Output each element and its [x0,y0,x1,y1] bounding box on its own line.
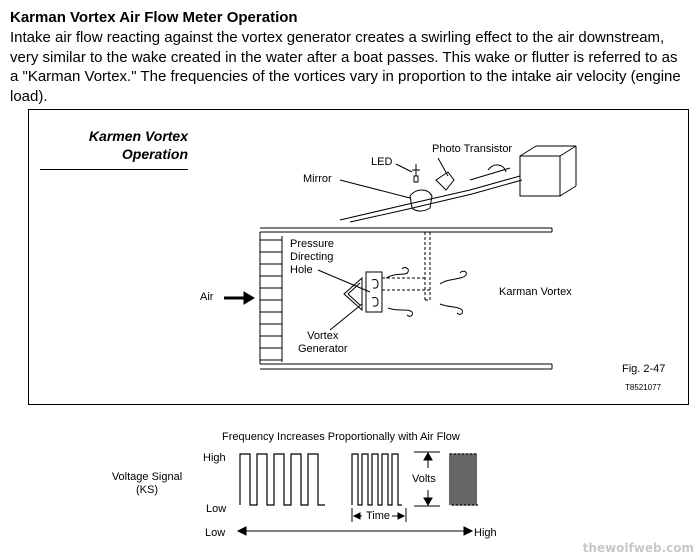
duct-top-wall [260,227,552,233]
vortex-generator-line2: Generator [298,343,348,355]
figure-heading-line1: Karmen Vortex [88,128,188,144]
volts-label: Volts [412,473,436,485]
figure-heading: Karmen Vortex Operation [40,127,188,163]
signal-low-label: Low [206,503,227,515]
waveform-mid-frequency [351,453,402,506]
airflow-axis [236,526,474,536]
pressure-tubes [382,232,431,301]
mirror-label: Mirror [303,173,332,185]
signal-high-label: High [203,452,226,464]
karman-vortices [385,267,467,317]
axis-low-label: Low [205,527,226,539]
signal-caption: Frequency Increases Proportionally with … [222,431,460,443]
pressure-label-line1: Pressure [290,238,335,250]
figure-heading-rule [40,169,188,170]
voltage-signal-line2: (KS) [136,484,158,496]
leader-lines [317,163,413,331]
pressure-directing-hole-label: Pressure Directing Hole [290,238,334,277]
voltage-signal-label: Voltage Signal (KS) [106,471,188,497]
axis-high-label: High [474,527,497,539]
air-arrow [224,291,255,305]
watermark: thewolfweb.com [582,541,694,555]
figure-frame [28,109,689,405]
honeycomb-straightener [259,232,283,364]
mirror-assembly [339,145,577,223]
led-label: LED [371,156,393,168]
karman-vortex-label: Karman Vortex [499,286,572,298]
figure-code: T8521077 [625,383,662,392]
vortex-generator [343,271,383,313]
time-label: Time [366,510,391,522]
article-title: Karman Vortex Air Flow Meter Operation [10,9,298,26]
vortex-generator-line1: Vortex [307,330,339,342]
waveform-low-frequency [239,453,325,506]
pressure-label-line3: Hole [290,264,313,276]
vortex-generator-label: Vortex Generator [298,330,348,356]
voltage-signal-line1: Voltage Signal [111,471,183,483]
figure-number: Fig. 2-47 [622,363,666,375]
figure-heading-line2: Operation [121,146,188,162]
waveform-high-frequency [449,453,478,506]
photo-transistor-label: Photo Transistor [432,143,513,155]
air-label: Air [200,291,214,303]
article-body: Intake air flow reacting against the vor… [10,29,681,105]
pressure-label-line2: Directing [290,251,334,263]
time-dimension [351,508,407,522]
duct-bottom-wall [260,363,552,370]
volts-dimension [414,451,440,507]
